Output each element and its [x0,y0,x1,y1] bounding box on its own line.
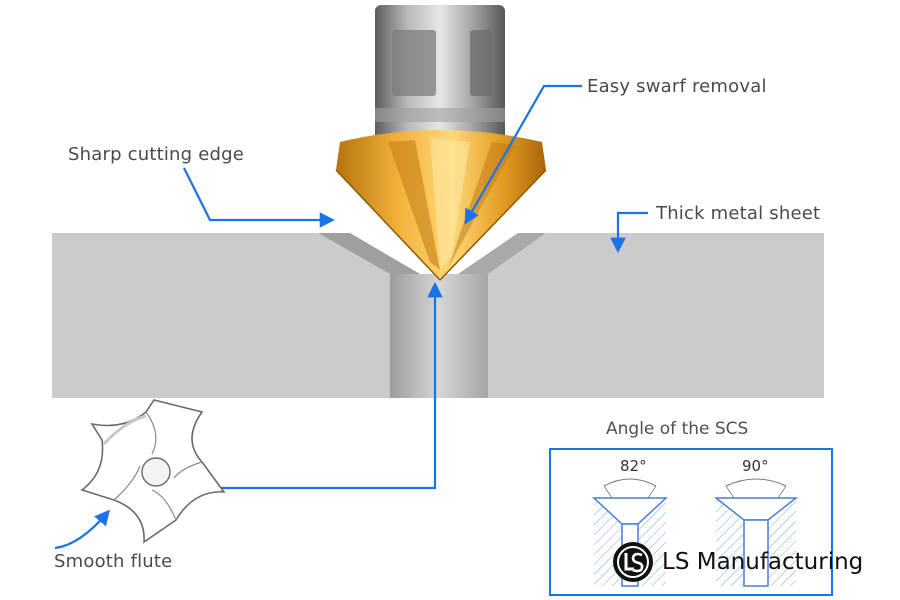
flute-arrow [54,509,110,550]
scs-panel [549,448,833,596]
brand-watermark: LS Manufacturing [612,540,863,584]
metal-sheet [52,233,824,398]
scs-panel-title: Angle of the SCS [606,419,749,439]
label-thick-metal-sheet: Thick metal sheet [656,203,821,224]
angle-90-label: 90° [742,457,769,475]
sharp-edge-arrow [183,167,336,228]
ls-logo-icon [613,542,653,582]
angle-82-label: 82° [620,457,647,475]
flute-cross-section [80,399,226,544]
brand-name: LS Manufacturing [662,549,864,575]
label-easy-swarf-removal: Easy swarf removal [587,76,767,97]
label-sharp-cutting-edge: Sharp cutting edge [68,144,244,165]
countersink-90-diagram [713,478,799,587]
label-smooth-flute: Smooth flute [54,551,173,572]
countersink-tool [335,5,547,281]
sheet-arrow [610,211,648,254]
drilled-hole [390,274,488,398]
flute-pointer-arrow [215,281,443,490]
swarf-arrow [464,84,582,225]
